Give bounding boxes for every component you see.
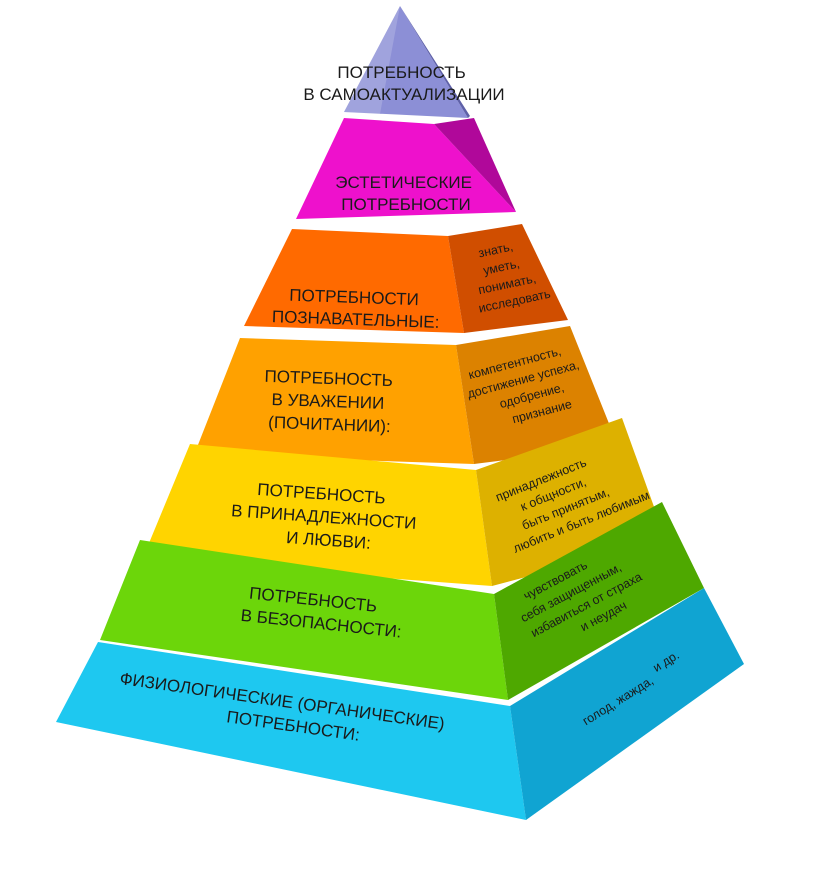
level-cognitive-side [448, 224, 568, 333]
level-self-actualization: ПОТРЕБНОСТЬ В САМОАКТУАЛИЗАЦИИ [303, 6, 505, 118]
level-self-actualization-side [400, 6, 470, 118]
level-esteem: ПОТРЕБНОСТЬ В УВАЖЕНИИ (ПОЧИТАНИИ): комп… [194, 326, 618, 464]
level-aesthetic-side [434, 118, 516, 212]
level-safety-front [100, 540, 508, 700]
level-aesthetic-label: ЭСТЕТИЧЕСКИЕ ПОТРЕБНОСТИ [335, 173, 476, 214]
level-esteem-side [456, 326, 618, 464]
level-esteem-label: ПОТРЕБНОСТЬ В УВАЖЕНИИ (ПОЧИТАНИИ): [263, 367, 398, 437]
level-cognitive: ПОТРЕБНОСТИ ПОЗНАВАТЕЛЬНЫЕ: знать, уметь… [244, 224, 568, 333]
level-cognitive-front [244, 229, 464, 333]
level-safety-side [494, 502, 704, 700]
level-self-actualization-label: ПОТРЕБНОСТЬ В САМОАКТУАЛИЗАЦИИ [303, 63, 504, 104]
level-belonging-front [142, 444, 492, 586]
level-physiological-front [56, 642, 526, 820]
level-aesthetic-front [296, 118, 516, 219]
level-safety: ПОТРЕБНОСТЬ В БЕЗОПАСНОСТИ: чувствовать … [100, 502, 704, 700]
level-aesthetic: ЭСТЕТИЧЕСКИЕ ПОТРЕБНОСТИ [296, 118, 516, 219]
level-self-actualization-shade [344, 6, 400, 114]
level-physiological-side [510, 588, 744, 820]
level-esteem-front [194, 338, 474, 464]
level-self-actualization-front [344, 6, 468, 118]
